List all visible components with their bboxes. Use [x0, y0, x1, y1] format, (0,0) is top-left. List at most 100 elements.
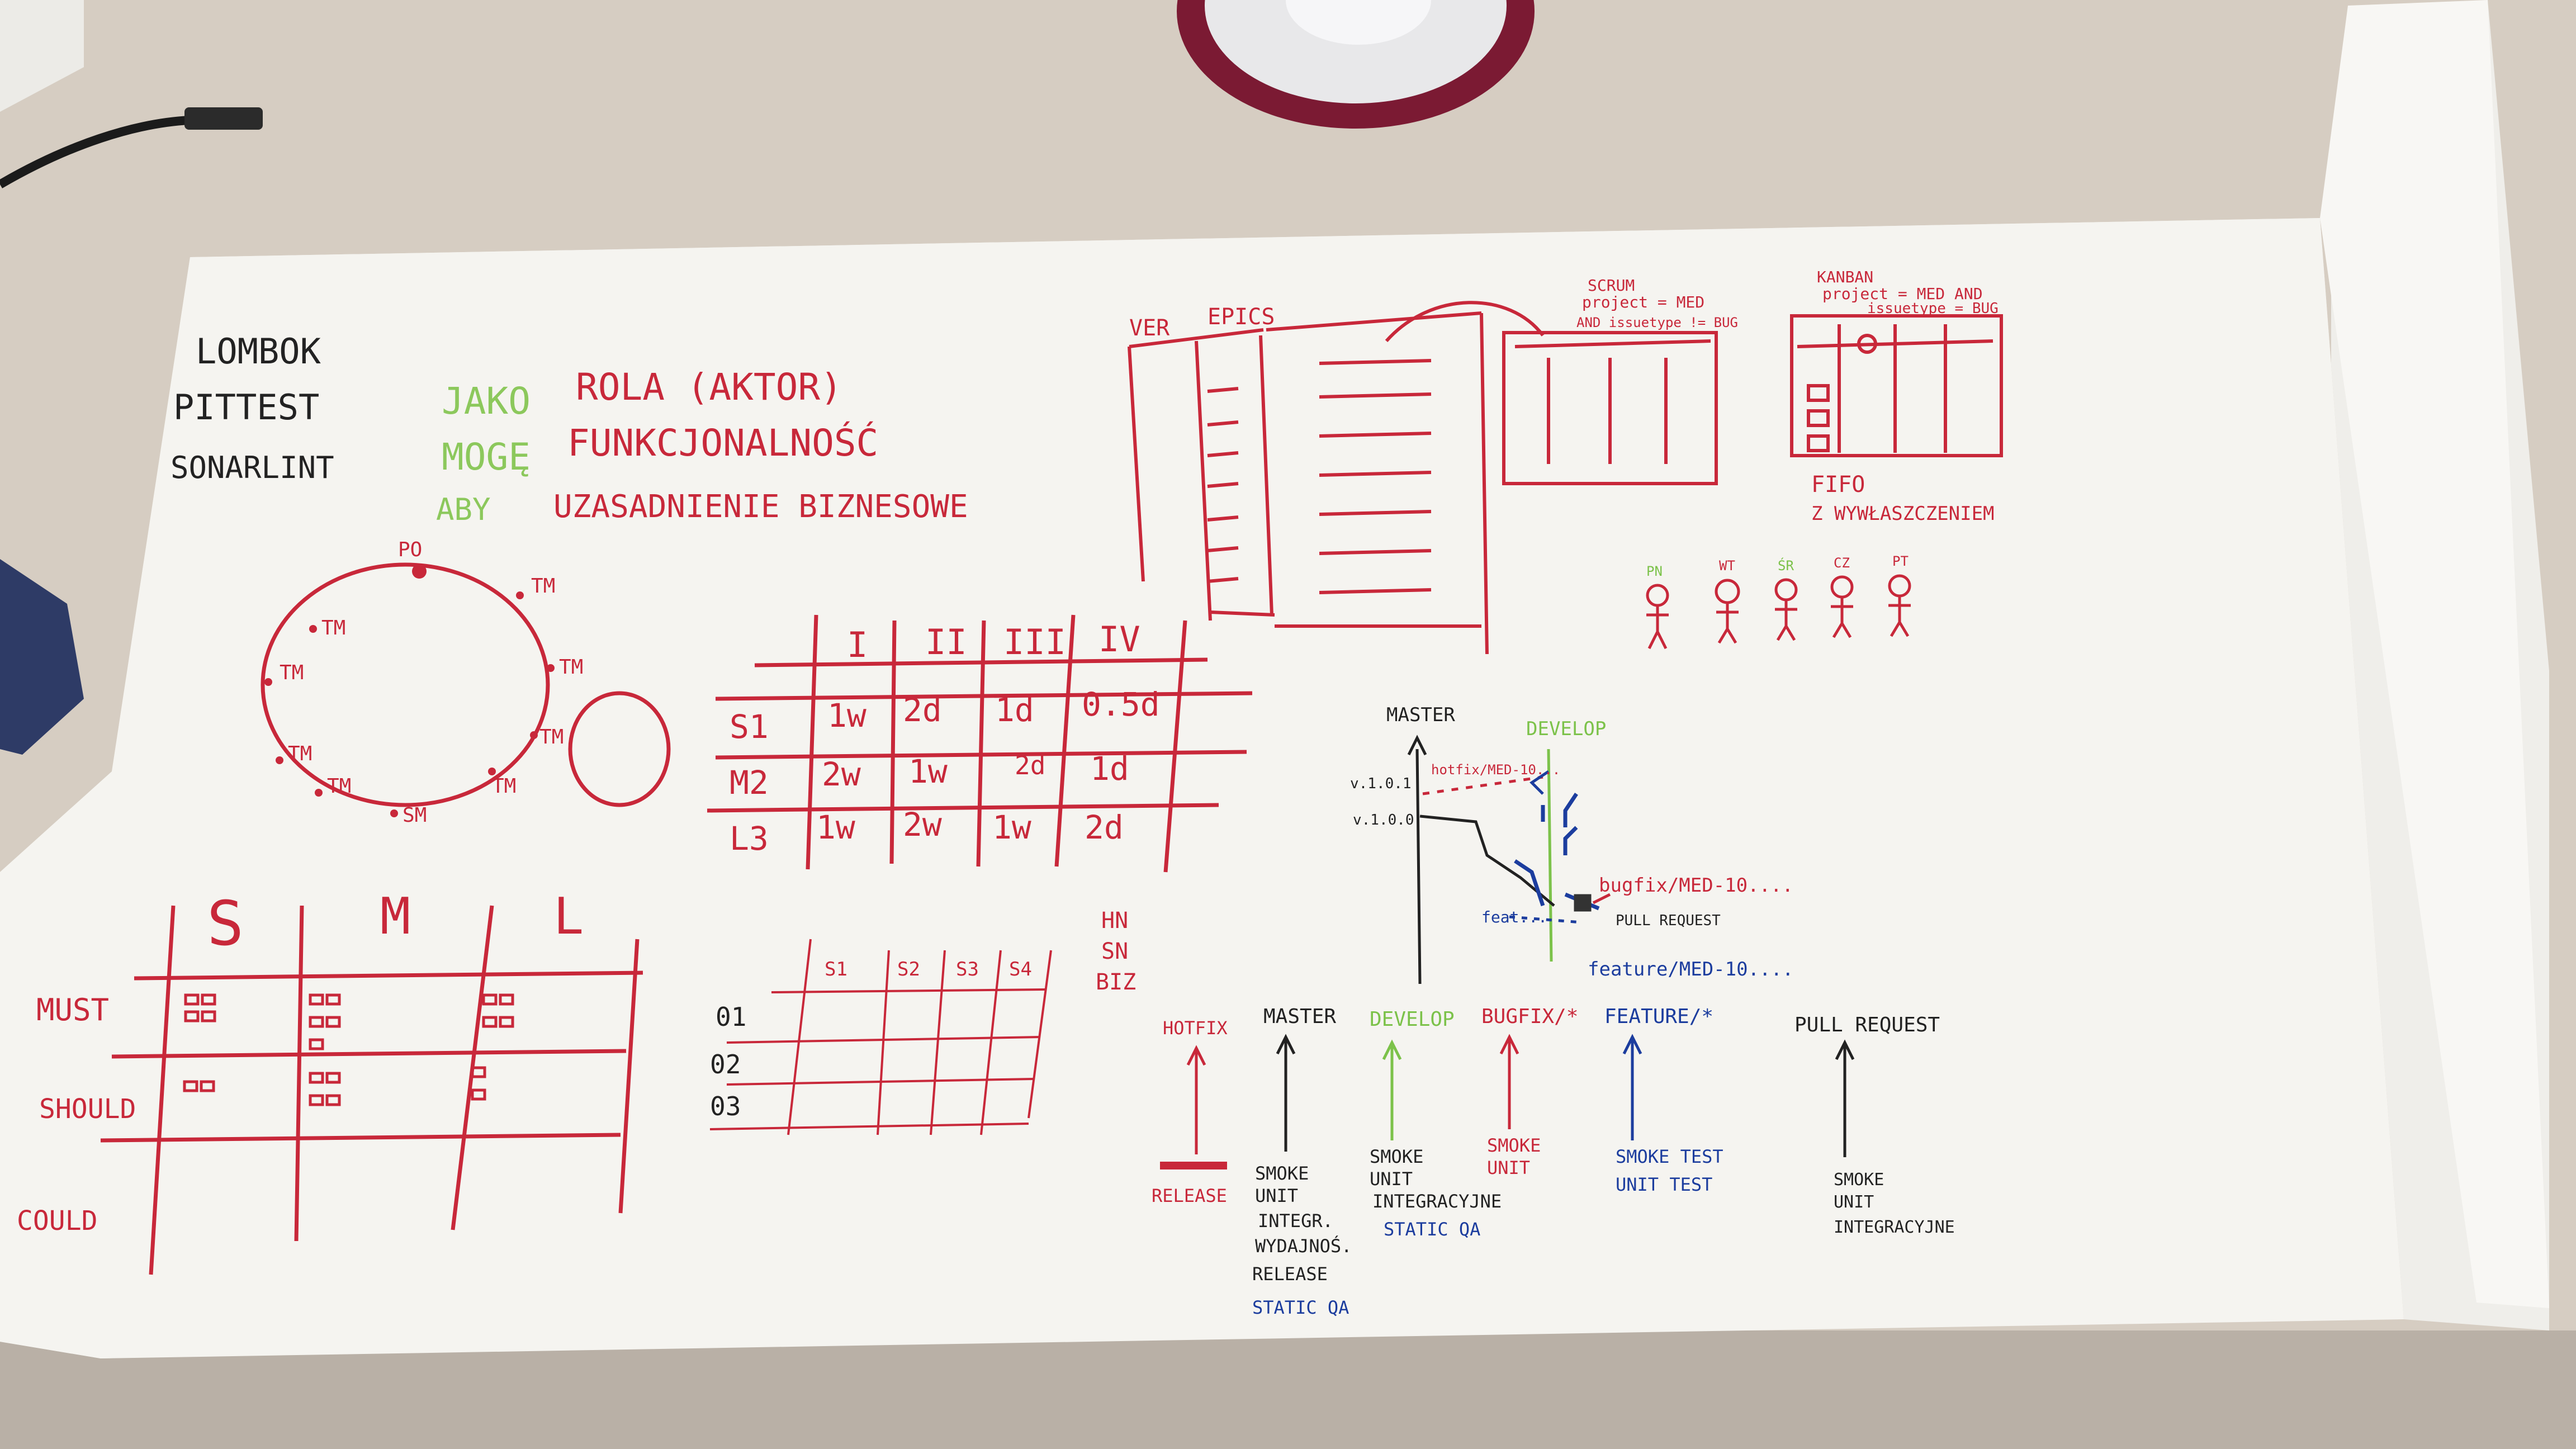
day-label: CZ — [1834, 555, 1850, 571]
cell: 1w — [992, 808, 1031, 846]
develop-label: DEVELOP — [1526, 718, 1606, 740]
cell: 2d — [1015, 750, 1045, 780]
pull-request-note: PULL REQUEST — [1616, 912, 1721, 929]
pipeline-labels: HOTFIX RELEASE MASTER SMOKE UNIT INTEGR.… — [1152, 1005, 1955, 1318]
cell: 1d — [1090, 750, 1129, 788]
row-must: MUST — [36, 992, 109, 1027]
pipe-note: SMOKE — [1370, 1146, 1423, 1167]
sprint-rows: 01 02 03 — [710, 1002, 746, 1121]
cup-plate — [1177, 0, 1535, 129]
estimates-table — [707, 614, 1253, 873]
pipe-note: UNIT — [1487, 1157, 1530, 1178]
tm-label: TM — [492, 775, 516, 798]
feature-branch: feature/MED-10.... — [1588, 958, 1793, 981]
pipeline-arrows — [1160, 1034, 1855, 1169]
version-label: v.1.0.0 — [1353, 812, 1414, 828]
pipe-feature: FEATURE/* — [1604, 1005, 1713, 1028]
pipe-extra: STATIC QA — [1384, 1219, 1480, 1240]
cable — [0, 116, 191, 188]
paper-roll — [2320, 0, 2549, 1308]
moscow-labels: S M L MUST SHOULD COULD — [17, 887, 584, 1237]
story-as: JAKO — [442, 380, 531, 423]
pipe-note: SMOKE — [1834, 1170, 1884, 1190]
scrum-query2: AND issuetype != BUG — [1576, 315, 1738, 330]
cell: 1w — [816, 808, 855, 846]
header-i: I — [847, 624, 868, 665]
sprint-row: 02 — [710, 1049, 741, 1079]
sm-label: SM — [402, 804, 427, 827]
pipe-note: SMOKE TEST — [1616, 1146, 1723, 1167]
pipe-hotfix: HOTFIX — [1163, 1017, 1228, 1039]
row-label: S1 — [730, 708, 769, 746]
paper-front — [0, 218, 2404, 1358]
story-feature: FUNKCJONALNOŚĆ — [567, 422, 878, 465]
pipe-note: UNIT — [1255, 1185, 1298, 1206]
tools-list: LOMBOK PITTEST SONARLINT — [171, 331, 334, 485]
story-can: MOGĘ — [442, 435, 531, 479]
pipe-extra: STATIC QA — [1252, 1297, 1349, 1318]
col-l: L — [553, 887, 584, 946]
story-so: ABY — [436, 492, 491, 527]
pipe-note: SMOKE — [1255, 1163, 1309, 1184]
pipe-bugfix: BUGFIX/* — [1481, 1005, 1578, 1028]
day-label: WT — [1719, 558, 1735, 574]
pipe-develop: DEVELOP — [1370, 1008, 1455, 1031]
side-label: HN — [1101, 908, 1128, 934]
col-s: S — [207, 888, 244, 959]
cell: 2w — [822, 755, 861, 793]
scrum-label: SCRUM — [1588, 276, 1635, 295]
usb-plug — [184, 107, 263, 130]
pipe-note: UNIT — [1834, 1192, 1874, 1212]
tm-label: TM — [559, 656, 583, 679]
branch-labels: MASTER DEVELOP v.1.0.1 v.1.0.0 hotfix/ME… — [1350, 704, 1793, 981]
pipe-note: INTEGRACYJNE — [1372, 1191, 1502, 1212]
row-could: COULD — [17, 1205, 98, 1237]
ver-label: VER — [1129, 315, 1170, 341]
header-iii: III — [1003, 622, 1066, 662]
kanban-query: project = MED AND — [1822, 285, 1983, 303]
tool-lombok: LOMBOK — [196, 331, 321, 372]
estimates-headers: I II III IV — [847, 619, 1140, 665]
pipe-master: MASTER — [1263, 1005, 1336, 1028]
user-story: JAKO ROLA (AKTOR) MOGĘ FUNKCJONALNOŚĆ AB… — [436, 366, 968, 527]
tm-label: TM — [531, 575, 555, 598]
fifo-label: FIFO — [1811, 472, 1865, 498]
kanban-query2: issuetype = BUG — [1867, 300, 1999, 317]
story-reason: UZASADNIENIE BIZNESOWE — [553, 489, 968, 525]
pipe-note: WYDAJNOŚ. — [1255, 1235, 1352, 1257]
story-role: ROLA (AKTOR) — [576, 366, 842, 409]
weekday-labels: PN WT ŚR CZ PT — [1646, 553, 1909, 579]
cell: 1w — [908, 752, 948, 790]
sprint-col: S1 — [825, 958, 847, 981]
pipe-note: UNIT TEST — [1616, 1174, 1712, 1195]
day-label: PN — [1646, 564, 1663, 579]
pipe-note: INTEGRACYJNE — [1834, 1218, 1955, 1237]
feature-short: feat... — [1481, 908, 1547, 926]
jira-labels: VER EPICS SCRUM project = MED AND issuet… — [1129, 268, 1999, 525]
sprint-col: S2 — [897, 958, 920, 981]
header-ii: II — [925, 622, 967, 662]
sprint-labels: S1 S2 S3 S4 HN SN BIZ — [825, 908, 1136, 995]
po-label: PO — [398, 538, 422, 561]
header-iv: IV — [1098, 619, 1140, 660]
row-label: M2 — [730, 764, 769, 802]
sprint-col: S3 — [956, 958, 979, 981]
tm-label: TM — [280, 661, 304, 684]
cell: 2w — [903, 806, 942, 844]
cell: 0.5d — [1082, 685, 1160, 723]
kanban-label: KANBAN — [1817, 268, 1873, 286]
scrum-query: project = MED — [1582, 293, 1704, 311]
moscow-grid — [100, 905, 643, 1275]
jira-boards — [1128, 301, 2003, 655]
day-label: PT — [1892, 553, 1909, 569]
pipe-note: RELEASE — [1252, 1263, 1328, 1285]
sprint-col: S4 — [1009, 958, 1032, 981]
cell: 1d — [995, 691, 1034, 729]
day-label: ŚR — [1778, 557, 1794, 574]
bugfix-branch: bugfix/MED-10.... — [1599, 874, 1793, 897]
team-circle: PO TM TM TM TM TM TM TM TM SM — [261, 538, 671, 827]
row-label: L3 — [730, 820, 769, 858]
tm-label: TM — [288, 742, 312, 765]
sprint-row: 03 — [710, 1091, 741, 1121]
